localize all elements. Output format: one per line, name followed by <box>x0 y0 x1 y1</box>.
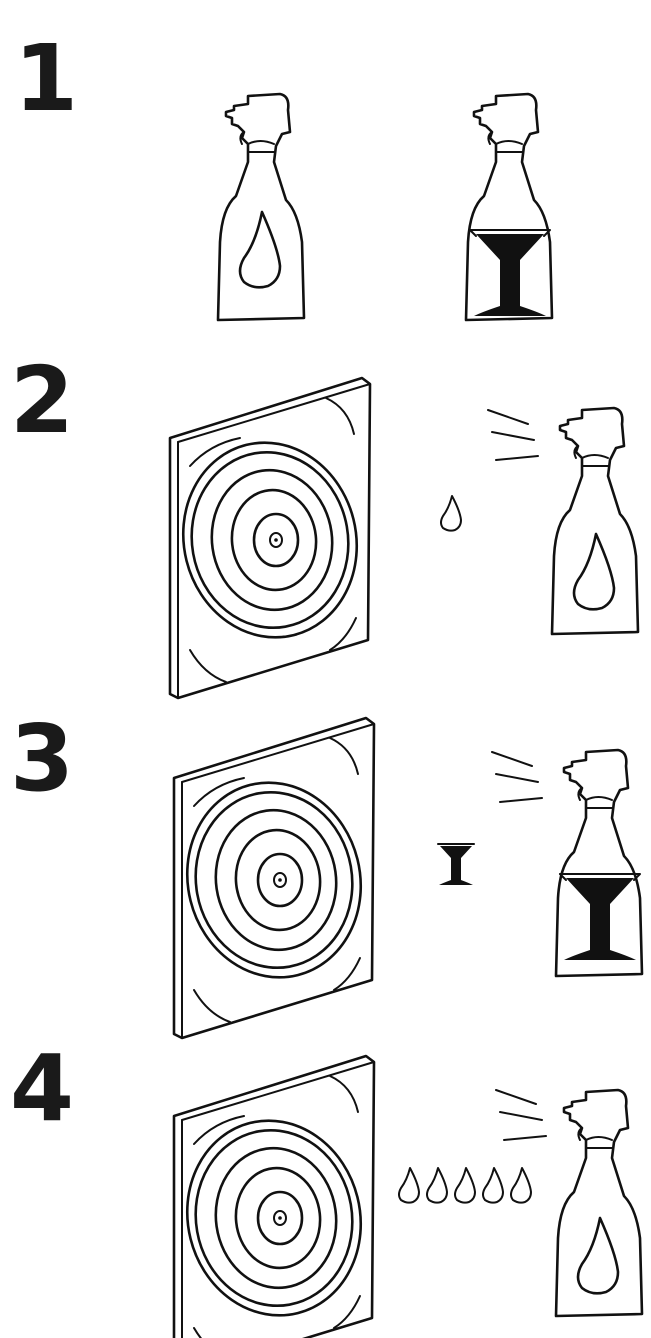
spray-bottle-water-icon <box>218 94 304 320</box>
step-number-3: 3 <box>10 705 74 812</box>
water-drop-icon <box>455 1168 475 1203</box>
spray-bottle-cocktail-icon <box>466 94 552 320</box>
step-number-4: 4 <box>10 1035 74 1142</box>
water-drop-icon <box>441 496 461 531</box>
dartboard-icon <box>163 378 377 698</box>
water-drop-icon <box>399 1168 419 1203</box>
water-drops-row <box>399 1168 531 1203</box>
water-drop-icon <box>427 1168 447 1203</box>
water-drop-icon <box>483 1168 503 1203</box>
step-4: 4 <box>10 1035 642 1338</box>
step-number-2: 2 <box>10 347 74 454</box>
dartboard-icon <box>167 1056 381 1338</box>
spray-bottle-water-icon <box>556 1090 642 1316</box>
cocktail-glass-icon <box>438 844 474 885</box>
step-1: 1 <box>14 25 552 320</box>
spray-bottle-water-icon <box>552 408 638 634</box>
spray-lines-icon <box>492 752 542 802</box>
dartboard-icon <box>167 718 381 1038</box>
spray-lines-icon <box>496 1090 546 1140</box>
water-drop-icon <box>511 1168 531 1203</box>
step-number-1: 1 <box>14 25 78 132</box>
spray-lines-icon <box>488 410 538 460</box>
spray-bottle-cocktail-icon <box>556 750 642 976</box>
step-3: 3 <box>10 705 642 1038</box>
step-2: 2 <box>10 347 638 698</box>
